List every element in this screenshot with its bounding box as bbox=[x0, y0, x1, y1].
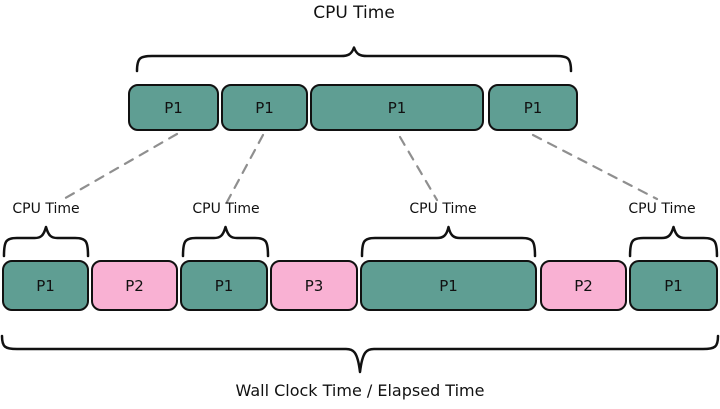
process-box: P1 bbox=[629, 260, 718, 311]
process-box: P1 bbox=[221, 84, 308, 131]
cpu-time-slice-brace bbox=[628, 224, 719, 258]
process-box: P2 bbox=[540, 260, 627, 311]
process-box: P1 bbox=[488, 84, 578, 131]
dashed-connector-line bbox=[225, 133, 265, 204]
process-box: P1 bbox=[2, 260, 89, 311]
wall-clock-brace bbox=[0, 334, 720, 374]
wall-clock-time-label: Wall Clock Time / Elapsed Time bbox=[235, 381, 485, 400]
process-box: P3 bbox=[270, 260, 358, 311]
dashed-connector-line bbox=[60, 132, 179, 202]
cpu-time-slice-label: CPU Time bbox=[12, 201, 80, 217]
cpu-time-slice-brace bbox=[2, 224, 90, 258]
dashed-connector-line bbox=[531, 133, 659, 201]
cpu-time-slice-brace bbox=[181, 224, 270, 258]
process-box: P2 bbox=[91, 260, 178, 311]
process-box: P1 bbox=[310, 84, 484, 131]
dashed-connector-line bbox=[398, 135, 439, 202]
cpu-time-slice-label: CPU Time bbox=[628, 201, 696, 217]
cpu-time-total-label: CPU Time bbox=[313, 3, 395, 23]
cpu-time-slice-label: CPU Time bbox=[409, 201, 477, 217]
process-box: P1 bbox=[128, 84, 219, 131]
cpu-time-slice-brace bbox=[360, 225, 537, 258]
cpu-time-slice-label: CPU Time bbox=[192, 201, 260, 217]
process-box: P1 bbox=[180, 260, 268, 311]
cpu-time-total-brace bbox=[135, 46, 573, 73]
process-box: P1 bbox=[360, 260, 537, 311]
